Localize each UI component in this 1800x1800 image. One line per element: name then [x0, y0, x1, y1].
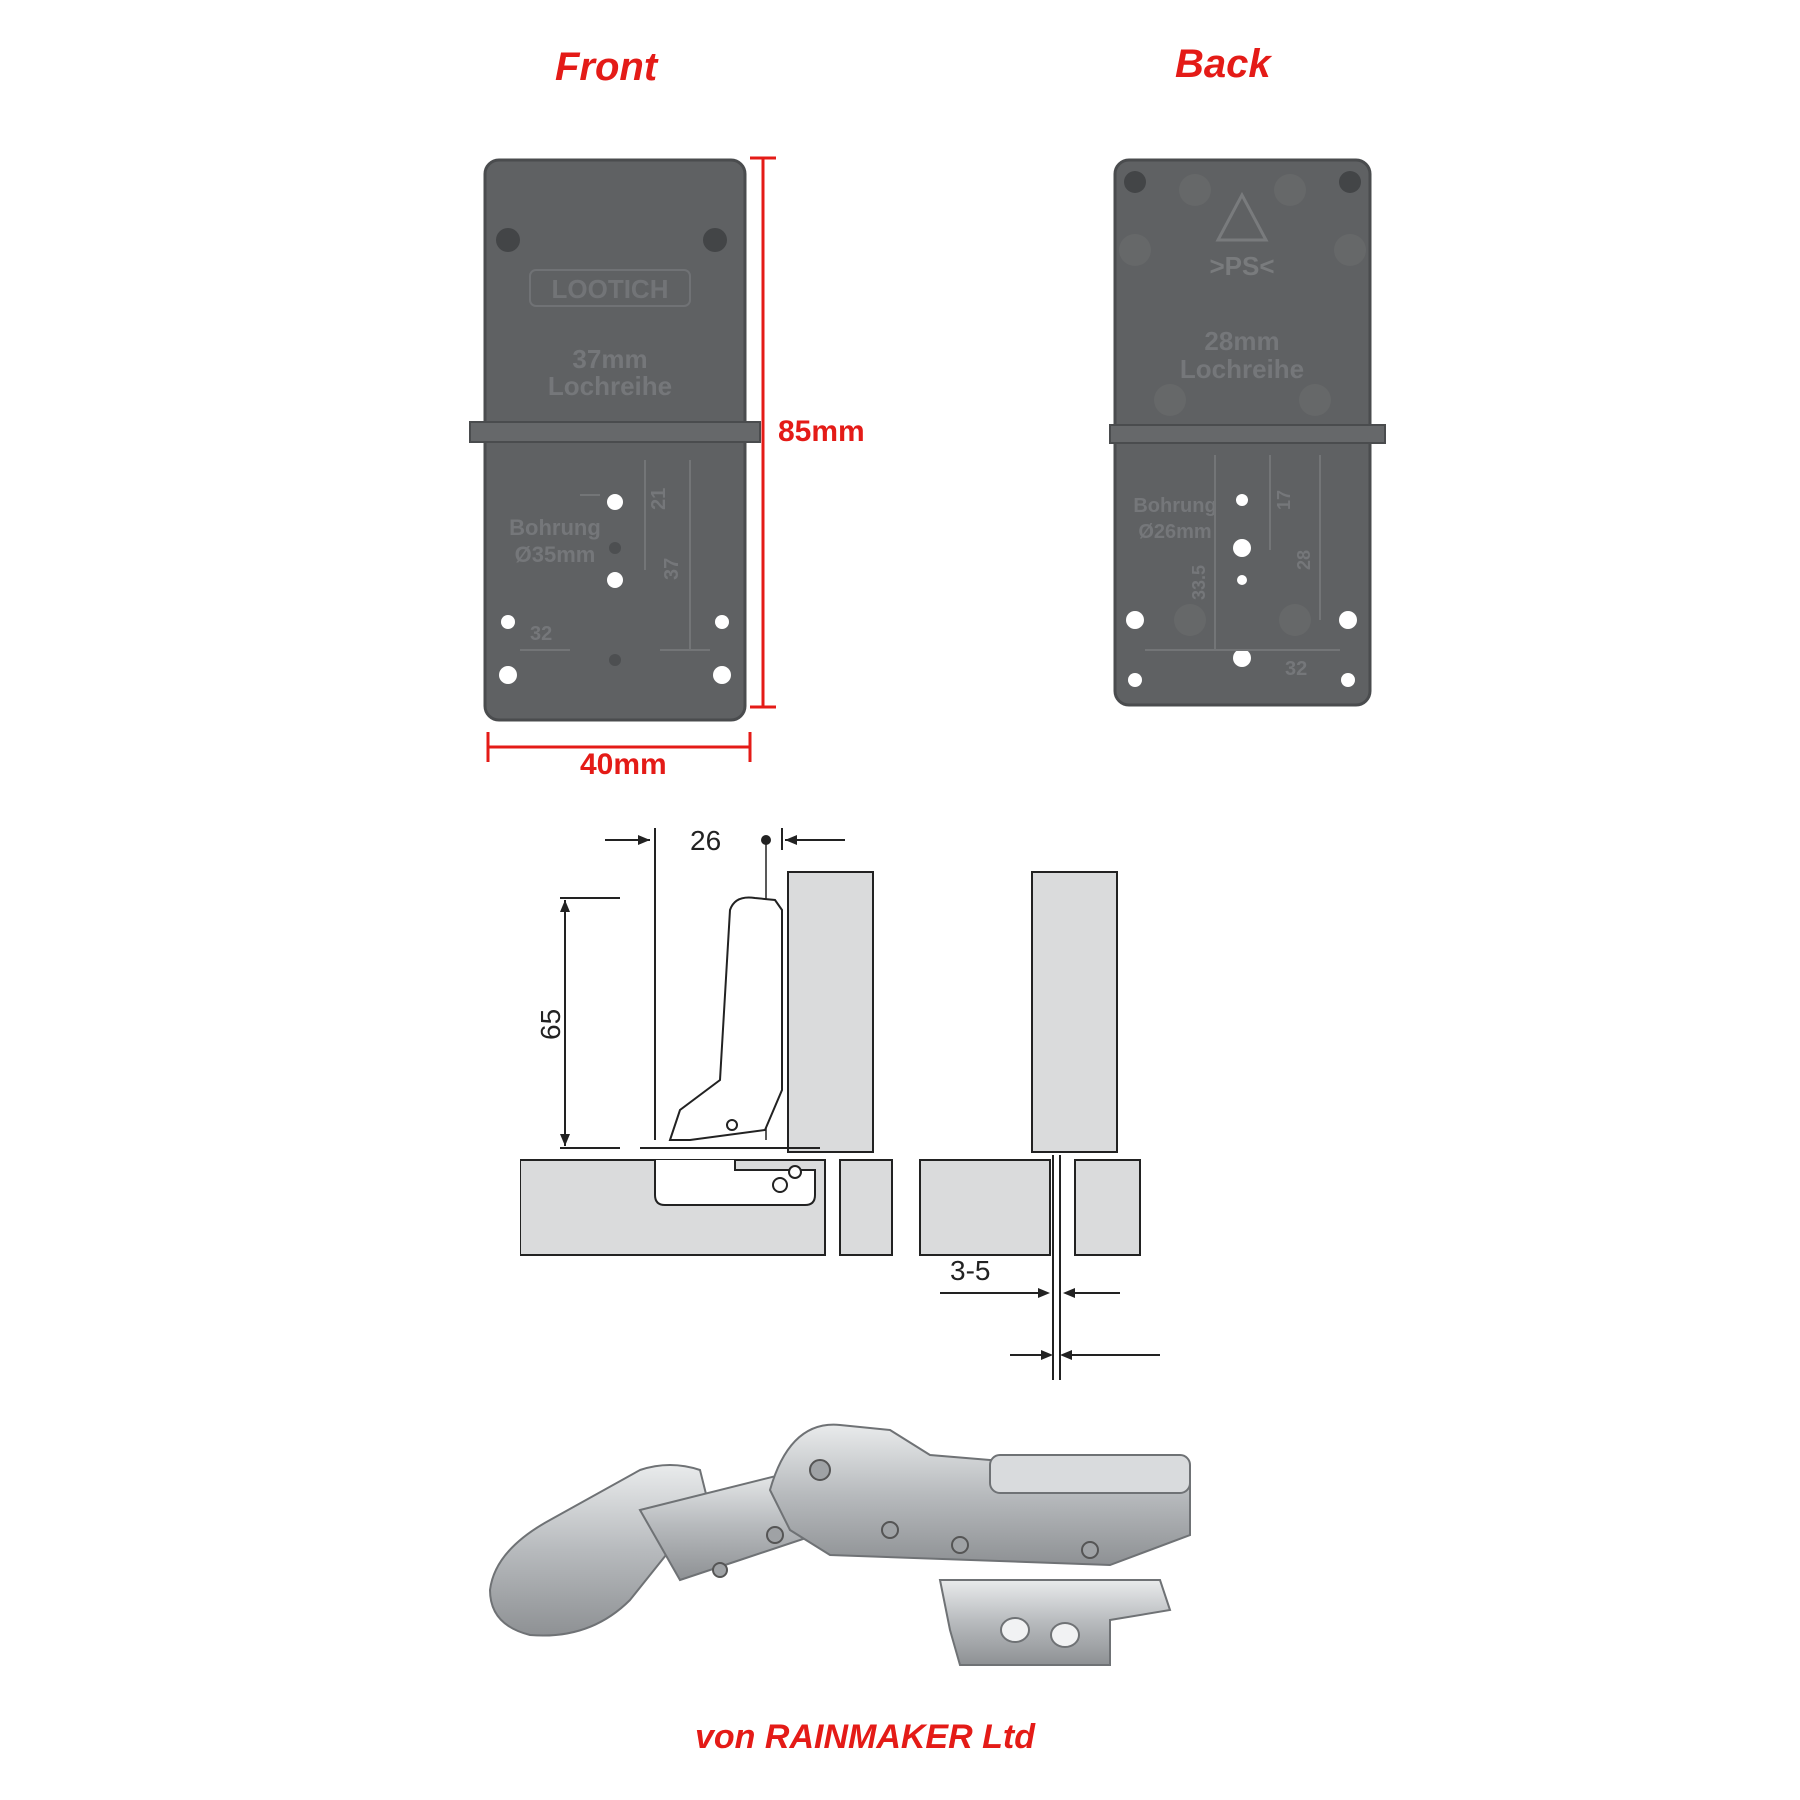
back-title: Back	[1175, 42, 1271, 86]
back-hole-row-value: 28mm	[1204, 326, 1279, 356]
back-dim-33-5: 33.5	[1189, 565, 1209, 600]
height-dimension-label: 85mm	[778, 415, 865, 448]
footer-brand: von RAINMAKER Ltd	[695, 1718, 1035, 1756]
back-dim-28: 28	[1294, 550, 1314, 570]
front-bore-diameter: Ø35mm	[515, 542, 596, 567]
back-peg-right	[1339, 171, 1361, 193]
back-hole-left	[1126, 611, 1144, 629]
back-hole-center	[1233, 539, 1251, 557]
front-dim-37: 37	[661, 558, 683, 580]
front-peg-left	[496, 228, 520, 252]
front-brand: LOOTICH	[552, 274, 669, 304]
hinge-installation-diagram: 26 65 3-5	[520, 825, 1160, 1380]
diagram-dim-3-5: 3-5	[950, 1255, 990, 1286]
front-dimension-lines	[486, 156, 776, 762]
front-bore-label: Bohrung	[509, 515, 601, 540]
back-hole-right	[1339, 611, 1357, 629]
back-template-illustration: >PS< 28mm Lochreihe Bohrung Ø26mm 17 28 …	[1109, 158, 1386, 707]
front-hole-top	[607, 494, 623, 510]
back-peg-left	[1124, 171, 1146, 193]
hinge-arm-top	[989, 1454, 1191, 1494]
mounting-plate	[654, 1160, 816, 1206]
back-bore-diameter: Ø26mm	[1138, 521, 1211, 543]
front-hole-bl-1	[501, 615, 515, 629]
front-title: Front	[555, 45, 658, 89]
hinge-base-plate	[938, 1579, 1172, 1666]
back-hole-mid	[1237, 575, 1247, 585]
back-material-code: >PS<	[1209, 251, 1274, 281]
back-bore-label: Bohrung	[1133, 495, 1216, 517]
hinge-arm	[668, 896, 783, 1141]
width-dimension-label: 40mm	[580, 748, 667, 781]
front-dim-32: 32	[530, 623, 552, 645]
back-hole-bl	[1128, 673, 1142, 687]
front-peg-right	[703, 228, 727, 252]
hinge-arm-body	[768, 1423, 1191, 1567]
back-hole-br	[1341, 673, 1355, 687]
door-panel-right	[1031, 871, 1118, 1153]
front-hole-br-2	[713, 666, 731, 684]
diagram-dim-65: 65	[535, 1009, 566, 1040]
back-dim-32: 32	[1285, 658, 1307, 680]
back-dim-17: 17	[1274, 490, 1294, 510]
back-hole-bottom	[1233, 649, 1251, 667]
front-hole-row-label: Lochreihe	[548, 371, 672, 401]
back-hole-top	[1236, 494, 1248, 506]
recycle-icon	[1215, 191, 1269, 242]
concealed-hinge-illustration	[488, 1423, 1191, 1666]
front-hole-bl-2	[499, 666, 517, 684]
door-panel-left	[787, 871, 874, 1153]
front-template-illustration: LOOTICH 37mm Lochreihe Bohrung Ø35mm 21 …	[469, 158, 761, 722]
diagram-dim-26: 26	[690, 825, 721, 856]
front-hole-center	[607, 572, 623, 588]
front-hole-row-value: 37mm	[572, 344, 647, 374]
front-hole-br-1	[715, 615, 729, 629]
back-hole-row-label: Lochreihe	[1180, 354, 1304, 384]
front-dim-21: 21	[648, 488, 670, 510]
